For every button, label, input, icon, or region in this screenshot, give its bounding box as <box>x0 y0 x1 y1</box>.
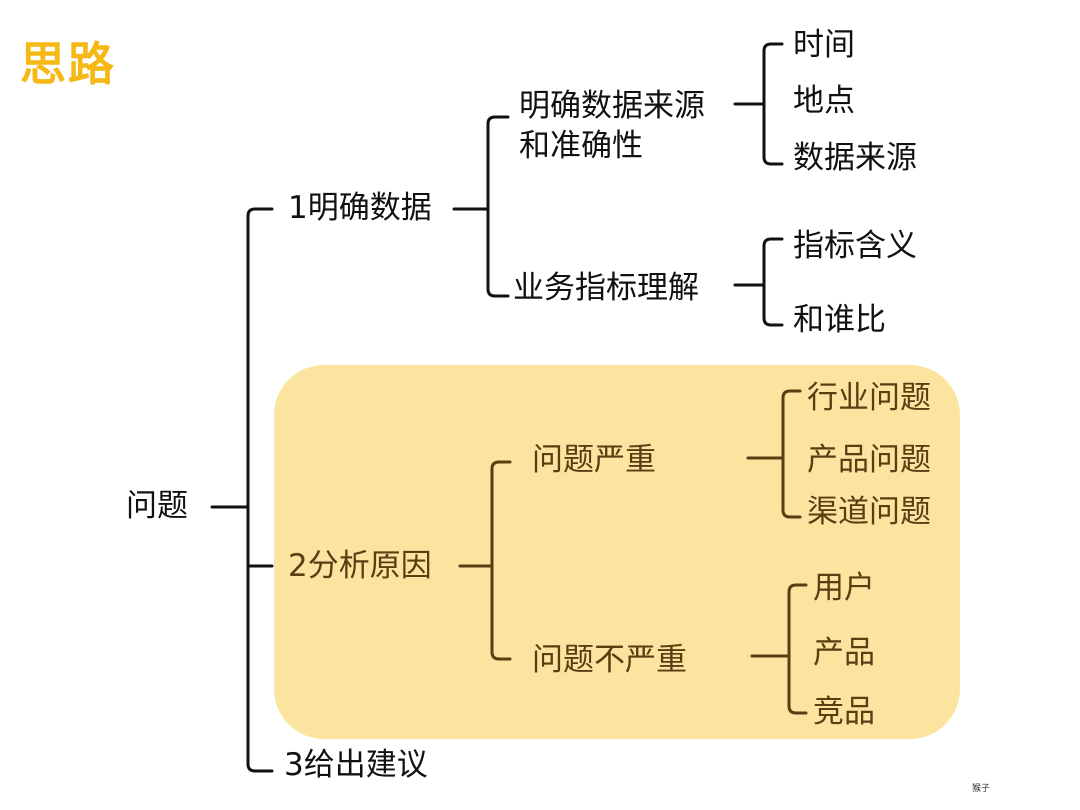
node-leaf: 用户 <box>813 570 875 606</box>
node-b1-child-2: 业务指标理解 <box>513 270 699 306</box>
node-b1-child-1-line2: 和准确性 <box>519 128 643 164</box>
page-title: 思路 <box>20 37 116 91</box>
node-branch-2: 2分析原因 <box>288 548 432 584</box>
node-branch-1: 1明确数据 <box>288 190 432 226</box>
node-leaf: 数据来源 <box>793 140 917 176</box>
connector-b2-bracket <box>490 460 512 661</box>
connector-c1-bracket <box>762 42 784 166</box>
node-b1-child-1: 明确数据来源 和准确性 <box>519 86 705 166</box>
node-b1-child-1-line1: 明确数据来源 <box>519 88 705 124</box>
node-b2-child-2: 问题不严重 <box>532 642 687 678</box>
connector-root-bracket <box>246 207 274 773</box>
node-branch-3: 3给出建议 <box>284 747 428 783</box>
node-leaf: 和谁比 <box>793 302 886 338</box>
node-leaf: 渠道问题 <box>807 494 931 530</box>
connector-c4-bracket <box>787 583 808 715</box>
connector-c2-bracket <box>762 237 784 327</box>
connector-c3-bracket <box>781 389 802 519</box>
node-leaf: 行业问题 <box>807 380 931 416</box>
node-leaf: 指标含义 <box>793 228 917 264</box>
watermark: 猴子 <box>972 784 991 794</box>
connector-b1-bracket <box>486 115 510 298</box>
node-root: 问题 <box>126 488 188 524</box>
node-leaf: 产品问题 <box>807 442 931 478</box>
node-leaf: 时间 <box>793 27 855 63</box>
node-b2-child-1: 问题严重 <box>532 442 656 478</box>
node-leaf: 地点 <box>793 83 855 119</box>
highlight-region <box>274 365 960 739</box>
node-leaf: 产品 <box>813 635 875 671</box>
node-leaf: 竞品 <box>813 694 875 730</box>
